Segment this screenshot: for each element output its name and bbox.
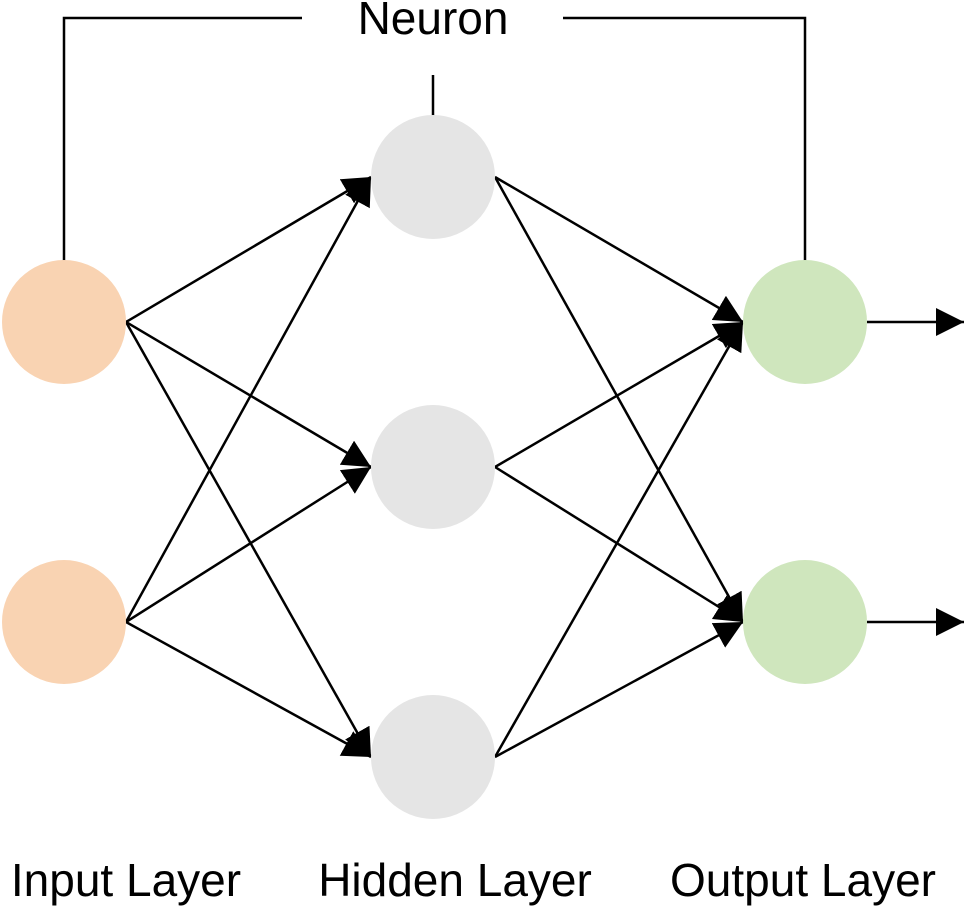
edge-hidden-2-to-output-1 (494, 320, 744, 469)
input-neuron-2 (2, 560, 126, 684)
edge-input-1-to-hidden-3 (124, 321, 373, 758)
edge-hidden-1-to-output-1 (494, 175, 744, 324)
hidden-neuron-3 (371, 695, 495, 819)
neurons (2, 115, 867, 819)
edge-input-2-to-hidden-1 (124, 176, 373, 623)
input-layer-label: Input Layer (11, 854, 241, 906)
output-layer-label: Output Layer (670, 854, 936, 906)
neuron-label: Neuron (358, 0, 509, 44)
edge-input-1-to-hidden-1 (125, 175, 372, 324)
edge-hidden-3-to-output-1 (493, 321, 745, 758)
edge-hidden-3-to-output-2 (494, 620, 744, 759)
edge-input-1-to-hidden-2 (125, 320, 372, 469)
edge-input-2-to-hidden-3 (125, 620, 372, 759)
edge-input-2-to-hidden-2 (125, 465, 372, 624)
callout-line-left (62, 16, 302, 262)
hidden-neuron-2 (371, 405, 495, 529)
neuron-callout: Neuron (62, 0, 807, 262)
layer-labels: Input Layer Hidden Layer Output Layer (11, 854, 936, 906)
connections (124, 175, 745, 759)
edge-hidden-2-to-output-2 (494, 465, 744, 624)
output-neuron-1 (743, 260, 867, 384)
hidden-neuron-1 (371, 115, 495, 239)
hidden-layer-label: Hidden Layer (318, 854, 592, 906)
input-neuron-1 (2, 260, 126, 384)
edge-hidden-1-to-output-2 (493, 176, 745, 623)
output-arrows (867, 308, 964, 636)
output-neuron-2 (743, 560, 867, 684)
callout-line-right (563, 16, 807, 262)
